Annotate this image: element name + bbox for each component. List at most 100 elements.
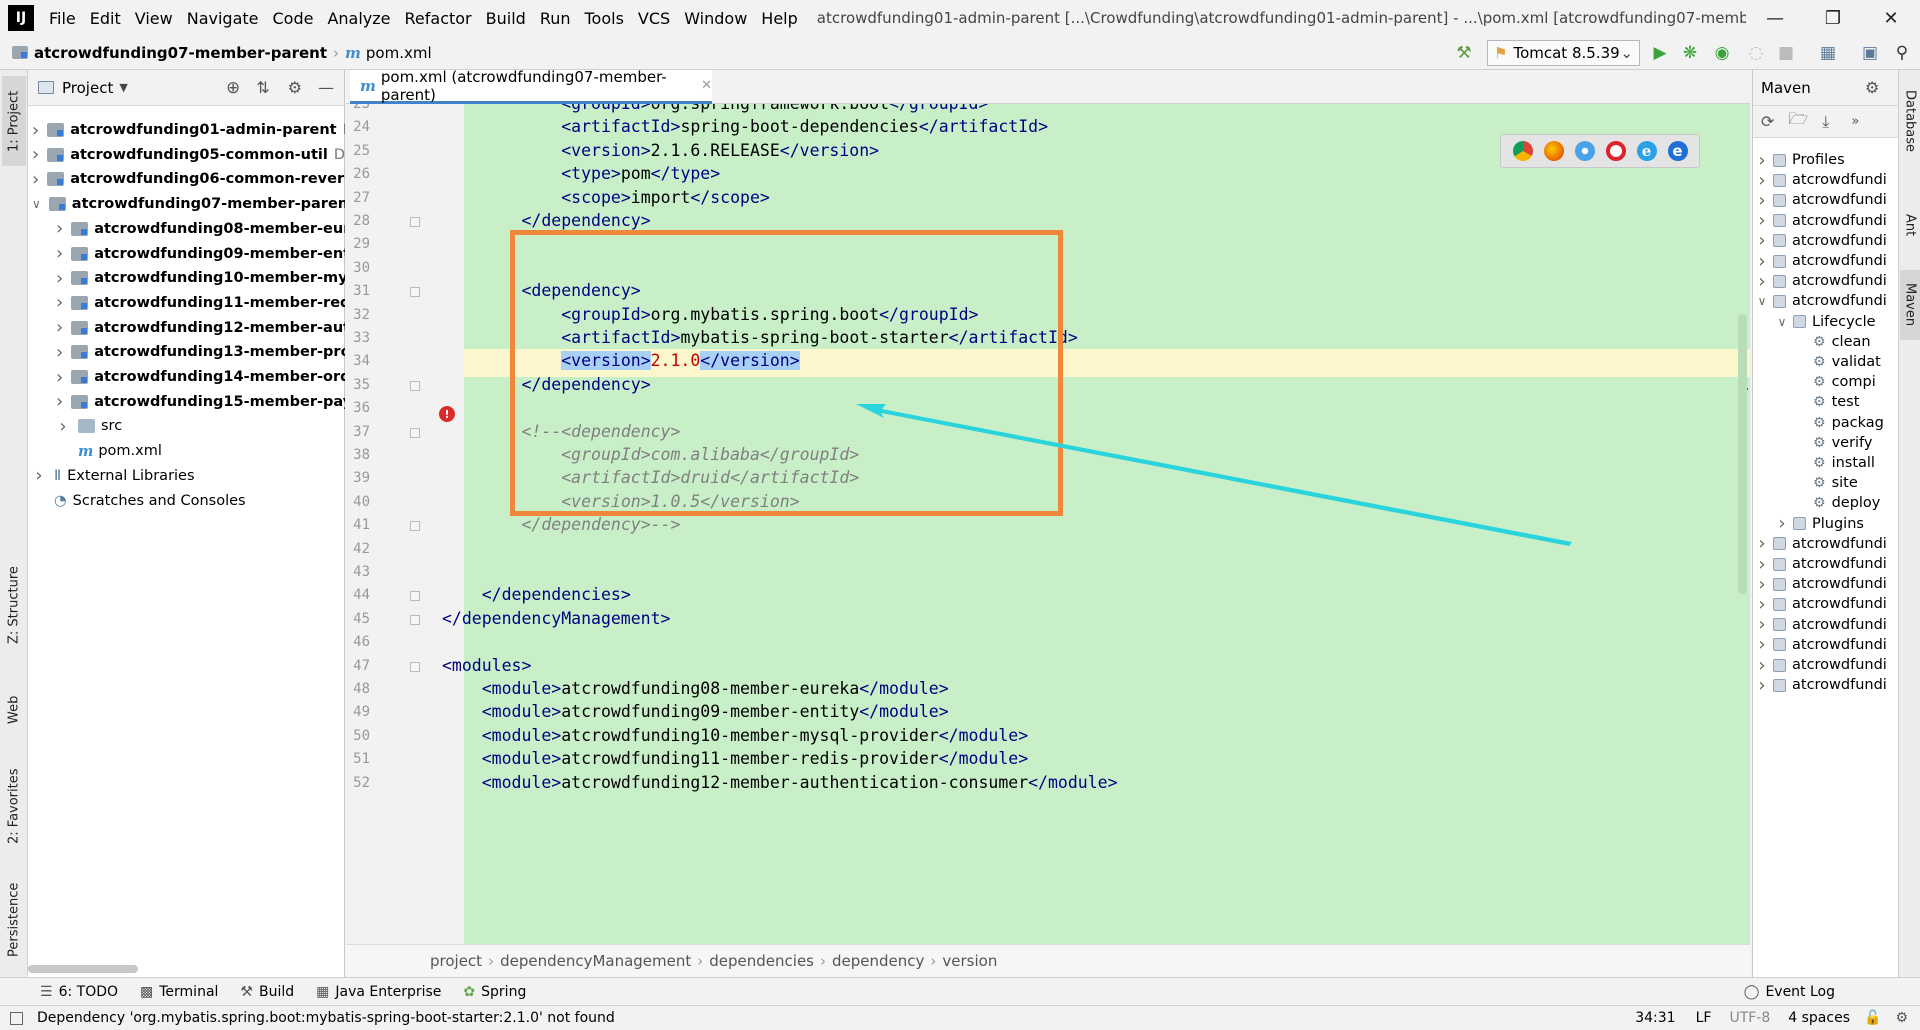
maven-tree-item[interactable]: ›atcrowdfundi xyxy=(1753,613,1898,637)
maven-tree-item[interactable]: ⚙install xyxy=(1753,451,1898,475)
breadcrumb-dependency[interactable]: dependency xyxy=(832,952,925,970)
nav-file-crumb[interactable]: m pom.xml xyxy=(345,44,432,62)
chrome-icon[interactable] xyxy=(1512,141,1533,161)
maven-tree-item[interactable]: ›atcrowdfundi xyxy=(1753,653,1898,677)
chevron-right-icon[interactable]: › xyxy=(56,341,64,363)
chevron-right-icon[interactable]: › xyxy=(1758,634,1766,656)
code-line[interactable]: <module>atcrowdfunding09-member-entity</… xyxy=(481,702,949,722)
project-tree-item[interactable]: ›atcrowdfunding11-member-redis- xyxy=(28,291,345,315)
tool-tab-build[interactable]: ⚒Build xyxy=(240,984,294,1000)
profile-icon[interactable]: ◌ xyxy=(1748,43,1764,63)
tool-tab-terminal[interactable]: ▩Terminal xyxy=(140,984,218,1000)
maven-tree-item[interactable]: ›atcrowdfundi xyxy=(1753,229,1898,253)
tool-tab-favorites[interactable]: 2: Favorites xyxy=(2,756,26,856)
fold-marker-icon[interactable] xyxy=(410,591,420,602)
opera-icon[interactable] xyxy=(1605,141,1626,161)
tool-tab-todo[interactable]: ☰6: TODO xyxy=(40,984,118,1000)
project-tree-item[interactable]: ›atcrowdfunding13-member-proje xyxy=(28,340,345,364)
fold-marker-icon[interactable] xyxy=(410,661,420,672)
download-icon[interactable]: ⤓ xyxy=(1822,111,1830,131)
project-tree-item[interactable]: ›atcrowdfunding12-member-authe xyxy=(28,316,345,340)
tool-tab-project[interactable]: 1: Project xyxy=(2,76,26,166)
chevron-right-icon[interactable]: › xyxy=(32,119,40,141)
menu-help[interactable]: Help xyxy=(761,8,798,28)
run-configuration-select[interactable]: ⚑ Tomcat 8.5.39 ⌄ xyxy=(1487,40,1640,66)
maven-tree-item[interactable]: ∨atcrowdfundi xyxy=(1753,289,1898,313)
caret-position[interactable]: 34:31 xyxy=(1635,1010,1676,1026)
chevron-right-icon[interactable]: › xyxy=(1758,189,1766,211)
code-line[interactable]: <artifactId>druid</artifactId> xyxy=(442,468,859,487)
chevron-right-icon[interactable]: › xyxy=(1758,210,1766,232)
tool-tab-maven[interactable]: Maven xyxy=(1900,270,1920,340)
fold-marker-icon[interactable] xyxy=(410,427,420,438)
maven-tree-item[interactable]: ⚙site xyxy=(1753,471,1898,495)
menu-code[interactable]: Code xyxy=(272,8,314,28)
menu-tools[interactable]: Tools xyxy=(584,8,624,28)
lock-icon[interactable]: 🔓 xyxy=(1864,1010,1882,1026)
maven-tree-item[interactable]: ›atcrowdfundi xyxy=(1753,249,1898,273)
maven-tree-item[interactable]: ›atcrowdfundi xyxy=(1753,552,1898,576)
breadcrumb-project[interactable]: project xyxy=(430,952,483,970)
menu-navigate[interactable]: Navigate xyxy=(186,8,259,28)
tool-tab-persistence[interactable]: Persistence xyxy=(2,870,26,970)
chevron-right-icon[interactable]: › xyxy=(1758,674,1766,696)
code-line[interactable]: <!--<dependency> xyxy=(442,422,680,441)
maven-tree-item[interactable]: ⚙clean xyxy=(1753,330,1898,354)
vertical-scrollbar[interactable] xyxy=(1738,314,1747,594)
code-line[interactable]: <groupId>com.alibaba</groupId> xyxy=(442,445,859,464)
maven-tree-item[interactable]: ∨Lifecycle xyxy=(1753,310,1898,334)
chevron-right-icon[interactable]: › xyxy=(1758,533,1766,555)
collapse-all-icon[interactable]: ⇅ xyxy=(256,78,270,97)
build-hammer-icon[interactable]: ⚒ xyxy=(1456,43,1472,63)
maven-tree-item[interactable]: ⚙validat xyxy=(1753,350,1898,374)
debug-icon[interactable]: ❋ xyxy=(1682,43,1698,63)
inspector-icon[interactable]: ⚙ xyxy=(1895,1010,1908,1026)
chevron-right-icon[interactable]: › xyxy=(1758,553,1766,575)
code-line[interactable]: </dependencies> xyxy=(442,585,631,604)
gear-icon[interactable]: ⚙ xyxy=(287,78,302,97)
maven-tree-item[interactable]: ›atcrowdfundi xyxy=(1753,673,1898,697)
project-tree-item[interactable]: ›atcrowdfunding10-member-mysql xyxy=(28,266,345,290)
stop-icon[interactable]: ■ xyxy=(1777,43,1795,63)
file-encoding[interactable]: UTF-8 xyxy=(1729,1010,1771,1026)
tab-pom-xml[interactable]: m pom.xml (atcrowdfunding07-member-paren… xyxy=(350,68,712,104)
code-line[interactable]: <module>atcrowdfunding11-member-redis-pr… xyxy=(481,749,1029,769)
menu-run[interactable]: Run xyxy=(539,8,571,28)
maven-tree-item[interactable]: ›atcrowdfundi xyxy=(1753,572,1898,596)
menu-view[interactable]: View xyxy=(134,8,173,28)
error-bulb-icon[interactable]: ! xyxy=(439,406,455,422)
chevron-right-icon[interactable]: › xyxy=(56,391,64,413)
code-line[interactable]: </dependency> xyxy=(442,211,650,230)
code-line[interactable]: <type>pom</type> xyxy=(561,164,721,184)
chevron-right-icon[interactable]: › xyxy=(56,366,64,388)
line-separator[interactable]: LF xyxy=(1695,1010,1712,1026)
chevron-right-icon[interactable]: › xyxy=(1758,270,1766,292)
chevron-right-icon[interactable]: › xyxy=(1758,614,1766,636)
menu-refactor[interactable]: Refactor xyxy=(404,8,472,28)
more-actions-icon[interactable]: » xyxy=(1851,114,1860,129)
toggle-tool-windows-icon[interactable] xyxy=(10,1011,23,1025)
chevron-right-icon[interactable]: › xyxy=(1758,149,1766,171)
menu-analyze[interactable]: Analyze xyxy=(327,8,391,28)
code-line[interactable]: <version>1.0.5</version> xyxy=(442,492,799,511)
project-tree-item[interactable]: ›atcrowdfunding09-member-entity xyxy=(28,242,345,266)
maven-tree-item[interactable]: ⚙deploy xyxy=(1753,491,1898,515)
chevron-right-icon[interactable]: › xyxy=(56,243,64,264)
maven-tree-item[interactable]: ⚙verify xyxy=(1753,431,1898,455)
maven-tree-item[interactable]: ›Plugins xyxy=(1753,512,1898,536)
status-message[interactable]: Dependency 'org.mybatis.spring.boot:myba… xyxy=(37,1010,615,1026)
tool-tab-spring[interactable]: ✿Spring xyxy=(463,984,526,1000)
chevron-down-icon[interactable]: ∨ xyxy=(1757,294,1767,309)
run-icon[interactable]: ▶ xyxy=(1653,43,1667,63)
menu-file[interactable]: File xyxy=(49,8,76,28)
project-tree-item[interactable]: ◔Scratches and Consoles xyxy=(28,489,345,513)
chevron-right-icon[interactable]: › xyxy=(1758,230,1766,252)
menu-edit[interactable]: Edit xyxy=(89,8,121,28)
maven-tree-item[interactable]: ›atcrowdfundi xyxy=(1753,209,1898,233)
breadcrumb-dependencies[interactable]: dependencies xyxy=(709,952,814,970)
chevron-right-icon[interactable]: › xyxy=(1778,513,1786,535)
fold-marker-icon[interactable] xyxy=(410,521,420,532)
